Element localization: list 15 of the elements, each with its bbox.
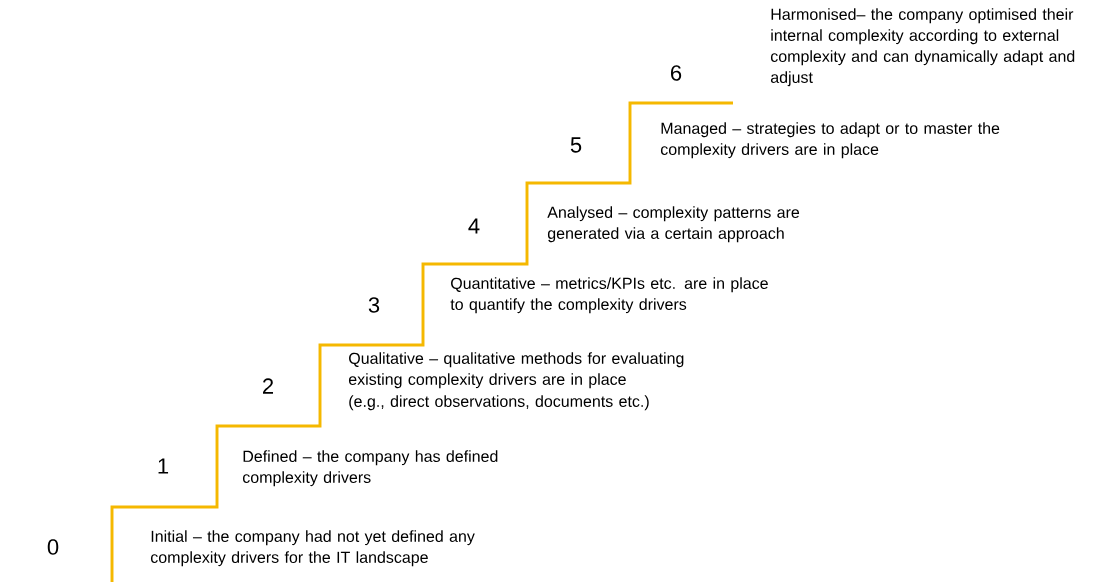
- step-description: Harmonised– the company optimised their internal complexity according to external complexity and can dynamically adapt and adjust: [770, 8, 1075, 87]
- step-description: (e.g., direct observations, documents etc.): [349, 395, 649, 411]
- step-description: Analysed – complexity patterns are generated via a certain approach: [547, 206, 800, 243]
- step-description: Managed – strategies to adapt or to master the complexity drivers are in place: [660, 122, 1000, 159]
- step-number: 0: [47, 539, 59, 555]
- step-number: 2: [263, 378, 273, 394]
- step-number: 3: [368, 297, 380, 313]
- step-number: 4: [468, 218, 480, 234]
- step-number: 1: [158, 458, 169, 474]
- step-description: Quantitative – metrics/KPIs etc. are in place to quantify the complexity drivers: [450, 277, 768, 314]
- step-number: 6: [671, 65, 682, 81]
- step-number: 5: [570, 137, 582, 153]
- step-description: Initial – the company had not yet defined any complexity drivers for the IT landscape: [150, 530, 475, 567]
- step-description: Defined – the company has defined complexity drivers: [242, 450, 498, 487]
- step-description: Qualitative – qualitative methods for evaluating existing complexity drivers are in place: [348, 352, 684, 389]
